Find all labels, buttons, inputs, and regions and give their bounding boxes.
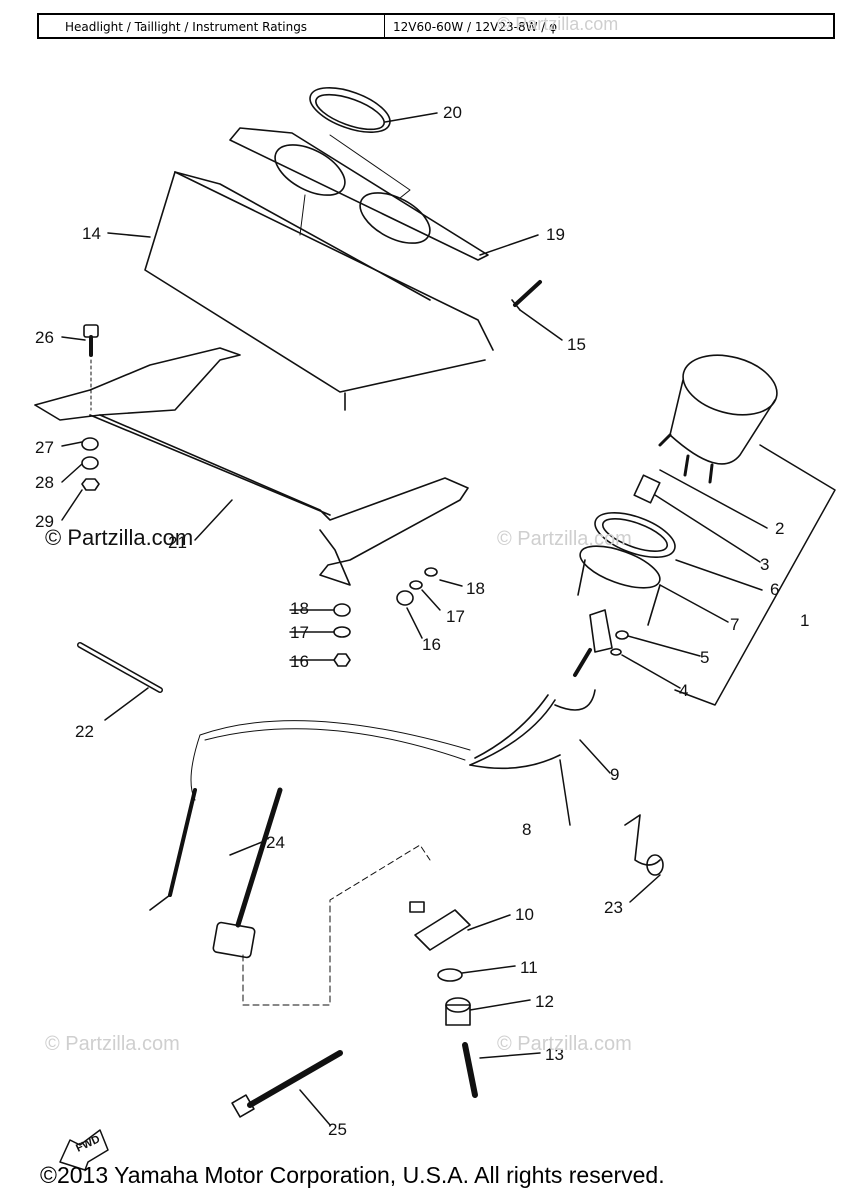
part-14-cover [144, 171, 494, 411]
part-5-bulb [615, 630, 629, 640]
part-7-case [577, 545, 661, 626]
callout-15: 15 [567, 335, 586, 354]
part-18-washer-left [333, 603, 351, 617]
callout-4: 4 [679, 681, 688, 700]
ratings-value: 12V60-60W / 12V23-8W / φ [393, 20, 558, 34]
callout-25: 25 [328, 1120, 347, 1139]
harness-loop [190, 720, 471, 801]
part-16-nut-left [333, 653, 351, 667]
part-17-washer-left [333, 626, 351, 638]
callout-2: 2 [775, 519, 784, 538]
part-23-clamp [624, 814, 664, 876]
callout-23: 23 [604, 898, 623, 917]
callout-5: 5 [700, 648, 709, 667]
callout-3: 3 [760, 555, 769, 574]
part-15-bolt [511, 280, 542, 311]
part-6-gasket [594, 512, 676, 558]
callout-numbers: 1 2 3 4 5 6 7 8 9 10 11 12 13 14 15 16 1… [35, 103, 809, 1139]
callout-24: 24 [266, 833, 285, 852]
part-26-screw [83, 324, 99, 411]
part-25-tool [231, 1050, 343, 1118]
callout-10: 10 [515, 905, 534, 924]
callout-22: 22 [75, 722, 94, 741]
callout-26: 26 [35, 328, 54, 347]
ratings-header: Headlight / Taillight / Instrument Ratin… [37, 13, 835, 39]
fwd-label: FWD [74, 1133, 102, 1154]
part-9-lead [554, 689, 596, 711]
callout-18-right: 18 [466, 579, 485, 598]
part-21-bracket [34, 347, 469, 586]
ratings-divider [384, 15, 385, 39]
leader-lines [61, 112, 768, 1126]
callout-20: 20 [443, 103, 462, 122]
callout-7: 7 [730, 615, 739, 634]
part-16-nut-right [396, 590, 414, 606]
callout-bracket [674, 444, 836, 706]
part-27-washer [81, 437, 99, 451]
part-11-washer [437, 968, 463, 982]
part-10-housing [409, 901, 471, 951]
callout-19: 19 [546, 225, 565, 244]
callout-29: 29 [35, 512, 54, 531]
copyright-notice: ©2013 Yamaha Motor Corporation, U.S.A. A… [40, 1162, 665, 1188]
callout-14: 14 [82, 224, 101, 243]
part-29-nut [81, 478, 100, 491]
callout-11: 11 [520, 958, 538, 977]
part-2-meter [658, 354, 778, 484]
callout-17-right: 17 [446, 607, 465, 626]
callout-27: 27 [35, 438, 54, 457]
assembly-dashed-lines [242, 844, 431, 1006]
callout-1: 1 [800, 611, 809, 630]
part-19-gasket [229, 127, 489, 261]
watermark-faint-1: © Partzilla.com [497, 528, 632, 550]
part-28-washer [81, 456, 99, 470]
ratings-label: Headlight / Taillight / Instrument Ratin… [65, 20, 308, 34]
watermark-faint-3: © Partzilla.com [497, 1033, 632, 1055]
watermark-faint-2: © Partzilla.com [45, 1033, 180, 1055]
callout-18-left: 18 [290, 599, 309, 618]
part-18-washer-right [424, 567, 438, 577]
part-8-harness [469, 694, 561, 770]
callout-16-left: 16 [290, 652, 309, 671]
callout-17-left: 17 [290, 623, 309, 642]
part-22-cable [77, 642, 163, 693]
callout-12: 12 [535, 992, 554, 1011]
watermark-main: © Partzilla.com [45, 525, 194, 550]
callout-21: 21 [168, 533, 187, 552]
part-12-bushing [445, 997, 471, 1026]
part-13-gear [462, 1042, 478, 1098]
part-24-cable [149, 787, 283, 959]
callout-16-right: 16 [422, 635, 441, 654]
socket-cord [573, 609, 613, 677]
callout-13: 13 [545, 1045, 564, 1064]
part-20-lens [309, 87, 391, 133]
part-4-bulb [610, 648, 622, 656]
part-3-socket [633, 474, 661, 504]
callout-28: 28 [35, 473, 54, 492]
callout-6: 6 [770, 580, 779, 599]
callout-8: 8 [522, 820, 531, 839]
callout-9: 9 [610, 765, 619, 784]
part-17-washer-right [409, 580, 423, 590]
watermark-faint-4: © Partzilla.com [497, 14, 619, 34]
